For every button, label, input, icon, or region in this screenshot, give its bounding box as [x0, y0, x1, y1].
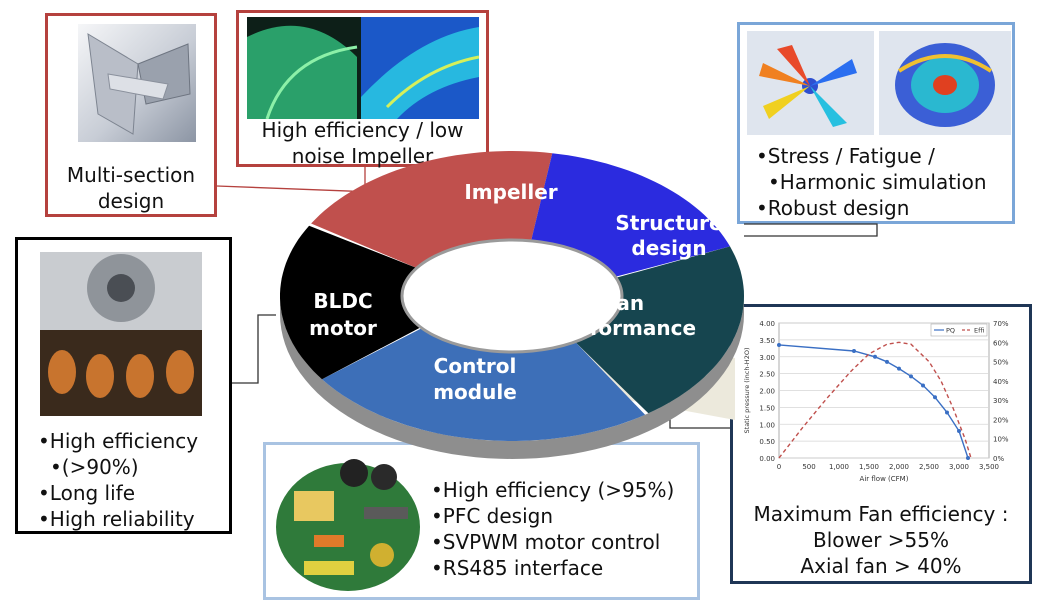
bldc-box: High efficiency (>90%) Long life High re… [15, 237, 232, 534]
y-tick-label: 2.50 [759, 371, 775, 379]
control-bullet-4: RS485 interface [431, 555, 674, 581]
y-tick-label: 0.00 [759, 455, 775, 463]
structure-fea-image-1 [747, 31, 874, 135]
y2-tick-label: 70% [993, 320, 1009, 328]
legend-label-PQ: PQ [946, 327, 955, 335]
data-point-PQ [897, 366, 901, 371]
fan-caption-line1: Maximum Fan efficiency : [753, 502, 1009, 526]
bldc-motor-image [40, 252, 202, 416]
y2-tick-label: 50% [993, 359, 1009, 367]
structure-bullets: Stress / Fatigue / Harmonic simulation R… [756, 143, 987, 221]
x-tick-label: 2,500 [919, 463, 939, 471]
multi-section-box: Multi-section design [45, 13, 217, 217]
segment-label-bldc-1: BLDC [313, 289, 372, 313]
segment-label-fan-2: performance [552, 316, 696, 340]
fan-performance-box: 0.00 0.50 1.00 1.50 2.00 2.50 3.00 3.50 4.00 0% 10… [730, 304, 1032, 584]
control-bullet-1: High efficiency (>95%) [431, 477, 675, 503]
fan-caption-line2: Blower >55% [813, 528, 949, 552]
segment-label-bldc-2: motor [309, 316, 377, 340]
y2-tick-label: 60% [993, 339, 1009, 347]
x-tick-label: 2,000 [889, 463, 909, 471]
y-tick-label: 3.00 [759, 354, 775, 362]
structure-bullet-3: Robust design [756, 195, 987, 221]
impeller-caption-line2: noise Impeller [291, 144, 434, 168]
bldc-bullet-1: High efficiency [38, 428, 198, 454]
y-tick-label: 4.00 [759, 320, 775, 328]
y2-tick-label: 0% [993, 455, 1004, 463]
y-tick-label: 3.50 [759, 337, 775, 345]
data-point-PQ [933, 395, 937, 400]
segment-label-control-2: module [433, 380, 517, 404]
fan-caption-line3: Axial fan > 40% [800, 554, 962, 578]
ring-segment-impeller [311, 151, 553, 268]
y2-tick-label: 10% [993, 436, 1009, 444]
data-point-PQ [777, 342, 781, 347]
data-point-PQ [852, 349, 856, 354]
x-axis-label: Air flow (CFM) [860, 475, 909, 483]
multi-section-caption: Multi-section design [48, 162, 214, 214]
structure-box: Stress / Fatigue / Harmonic simulation R… [737, 22, 1015, 224]
y2-tick-label: 30% [993, 397, 1009, 405]
data-point-PQ [945, 410, 949, 415]
ring-segment-bldc [280, 225, 421, 380]
bldc-bullet-3: Long life [38, 480, 198, 506]
multi-section-caption-line1: Multi-section [66, 163, 196, 187]
y2-tick-label: 20% [993, 416, 1009, 424]
structure-fea-image-2 [879, 31, 1011, 135]
control-bullet-3: SVPWM motor control [431, 529, 674, 555]
data-point-PQ [885, 359, 889, 364]
structure-bullet-1: Stress / Fatigue / [756, 143, 987, 169]
chart-legend: PQ Effi [930, 323, 988, 337]
x-tick-label: 3,000 [949, 463, 969, 471]
legend-label-Effi: Effi [974, 327, 984, 335]
control-bullet-2: PFC design [431, 503, 674, 529]
series-line-Effi [778, 341, 972, 459]
bldc-bullets: High efficiency (>90%) Long life High re… [38, 428, 198, 532]
x-tick-label: 500 [802, 463, 815, 471]
x-tick-label: 3,500 [979, 463, 999, 471]
control-board-image [274, 451, 422, 593]
x-tick-label: 0 [777, 463, 781, 471]
data-point-PQ [873, 354, 877, 359]
legend-box [930, 323, 988, 337]
ring-segment-control [322, 328, 646, 441]
x-tick-label: 1,000 [829, 463, 849, 471]
impeller-caption: High efficiency / low noise Impeller [239, 117, 486, 169]
structure-bullet-2: Harmonic simulation [756, 169, 987, 195]
data-point-PQ [957, 429, 961, 433]
bldc-bullet-2: (>90%) [38, 454, 198, 480]
data-point-PQ [966, 456, 970, 460]
y-tick-label: 0.50 [759, 438, 775, 446]
y-axis-label: Static pressure (inch-H2O) [743, 348, 751, 434]
pq-chart: 0.00 0.50 1.00 1.50 2.00 2.50 3.00 3.50 4.00 0% 10… [743, 320, 1009, 483]
bldc-bullet-4: High reliability [38, 506, 198, 532]
y-tick-label: 1.00 [759, 421, 775, 429]
y-tick-label: 2.00 [759, 388, 775, 396]
fan-caption: Maximum Fan efficiency : Blower >55% Axi… [733, 501, 1029, 579]
segment-label-structure-1: Structure [615, 211, 722, 235]
impeller-cfd-image [247, 17, 479, 119]
data-point-PQ [909, 374, 913, 379]
impeller-box: High efficiency / low noise Impeller [236, 10, 489, 169]
y2-tick-label: 40% [993, 378, 1009, 386]
control-box: High efficiency (>95%) PFC design SVPWM … [263, 442, 700, 600]
control-bullets: High efficiency (>95%) PFC design SVPWM … [431, 477, 675, 581]
ring-segment-structure [531, 153, 730, 277]
segment-label-fan-1: Fan [604, 291, 644, 315]
ring-center-hole [400, 238, 624, 354]
segment-label-control-1: Control [434, 354, 517, 378]
multi-section-caption-line2: design [97, 189, 165, 213]
segment-label-impeller: Impeller [464, 180, 557, 204]
segment-label-structure-2: design [631, 236, 706, 260]
data-point-PQ [921, 383, 925, 388]
multi-section-blade-image [78, 24, 196, 142]
impeller-caption-line1: High efficiency / low [261, 118, 464, 142]
y-tick-label: 1.50 [759, 404, 775, 412]
x-tick-label: 1,500 [859, 463, 879, 471]
ring-segment-fan [575, 246, 744, 414]
